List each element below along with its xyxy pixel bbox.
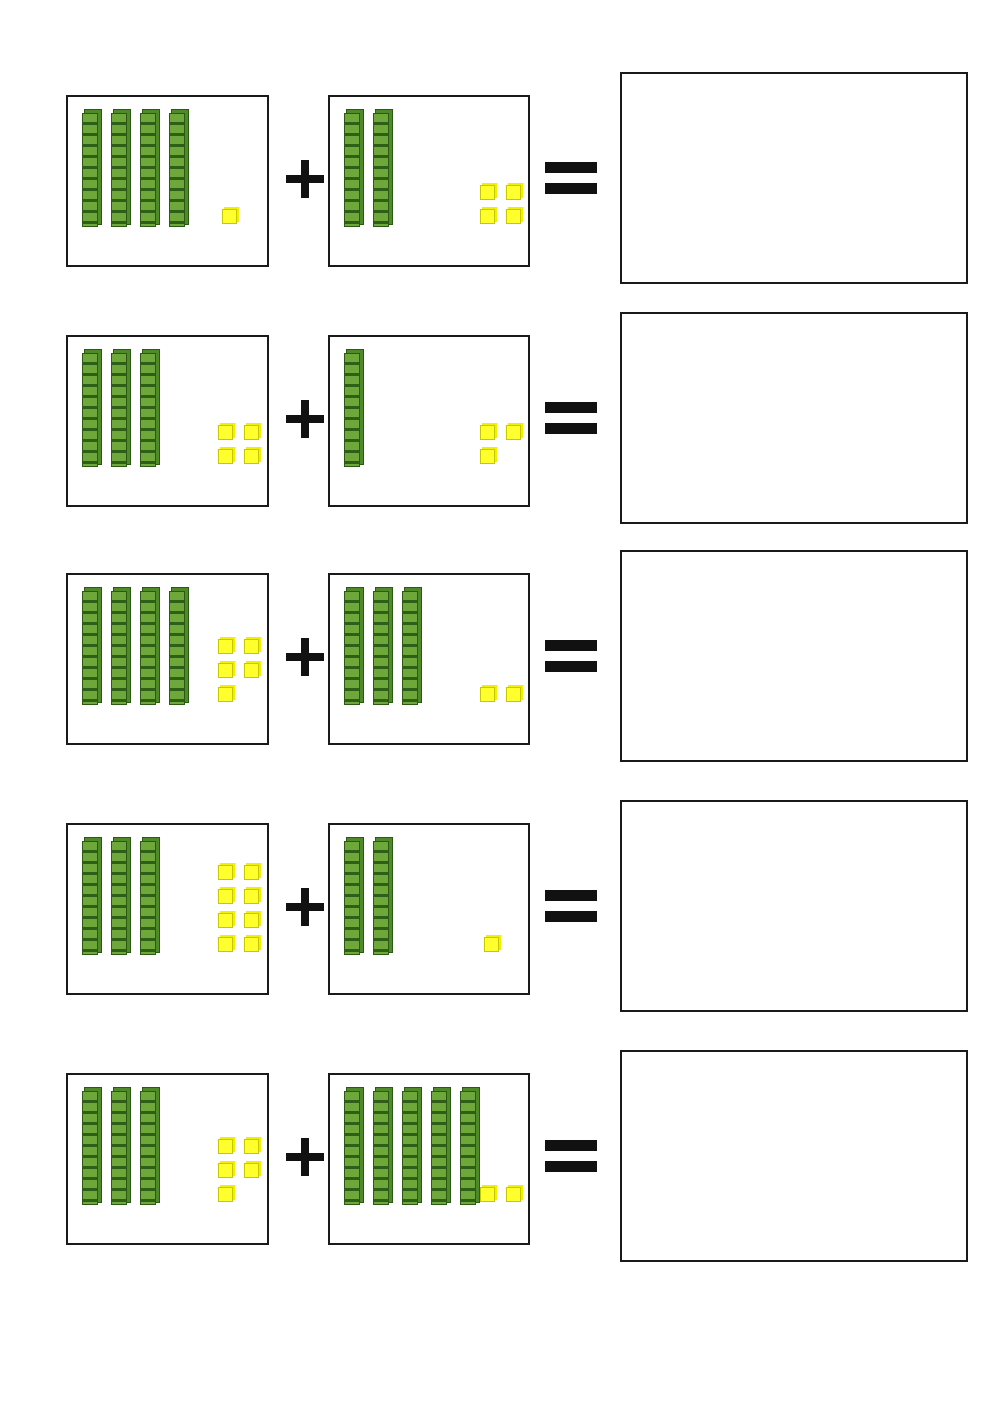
equals-icon (545, 1140, 597, 1174)
tens-rod (140, 113, 156, 227)
equals-icon (545, 640, 597, 674)
ones-cube (506, 425, 521, 440)
ones-cube (244, 663, 259, 678)
ones-cube (506, 209, 521, 224)
tens-rod (140, 591, 156, 705)
left-addend-box (66, 1073, 269, 1245)
tens-rod (111, 353, 127, 467)
plus-icon (286, 1138, 324, 1176)
ones-cube (244, 1139, 259, 1154)
ones-cube (244, 639, 259, 654)
right-addend-box (328, 823, 530, 995)
ones-cube (218, 913, 233, 928)
left-addend-box (66, 823, 269, 995)
tens-rod (82, 591, 98, 705)
ones-cube (218, 687, 233, 702)
answer-box[interactable] (620, 312, 968, 524)
ones-cube (480, 687, 495, 702)
tens-rod (344, 353, 360, 467)
tens-rod (111, 591, 127, 705)
ones-cube (480, 209, 495, 224)
tens-rod (373, 591, 389, 705)
tens-rod (169, 591, 185, 705)
right-addend-box (328, 1073, 530, 1245)
ones-cube (480, 185, 495, 200)
tens-rod (344, 113, 360, 227)
ones-cube (218, 663, 233, 678)
ones-cube (484, 937, 499, 952)
tens-rod (82, 1091, 98, 1205)
ones-cube (244, 913, 259, 928)
tens-rod (431, 1091, 447, 1205)
ones-cube (244, 449, 259, 464)
tens-rod (344, 841, 360, 955)
answer-box[interactable] (620, 72, 968, 284)
tens-rod (82, 113, 98, 227)
tens-rod (140, 1091, 156, 1205)
ones-cube (480, 425, 495, 440)
left-addend-box (66, 95, 269, 267)
tens-rod (111, 841, 127, 955)
tens-rod (344, 1091, 360, 1205)
ones-cube (218, 865, 233, 880)
right-addend-box (328, 335, 530, 507)
ones-cube (218, 937, 233, 952)
ones-cube (218, 425, 233, 440)
ones-cube (506, 185, 521, 200)
plus-icon (286, 888, 324, 926)
plus-icon (286, 160, 324, 198)
tens-rod (111, 113, 127, 227)
ones-cube (244, 425, 259, 440)
tens-rod (373, 113, 389, 227)
problem-row (0, 72, 1000, 287)
answer-box[interactable] (620, 1050, 968, 1262)
tens-rod (169, 113, 185, 227)
problem-row (0, 800, 1000, 1015)
tens-rod (373, 841, 389, 955)
tens-rod (402, 591, 418, 705)
equals-icon (545, 162, 597, 196)
ones-cube (218, 449, 233, 464)
ones-cube (480, 1187, 495, 1202)
problem-row (0, 312, 1000, 527)
problem-row (0, 1050, 1000, 1265)
ones-cube (506, 687, 521, 702)
equals-icon (545, 890, 597, 924)
tens-rod (82, 353, 98, 467)
tens-rod (344, 591, 360, 705)
ones-cube (480, 449, 495, 464)
ones-cube (244, 865, 259, 880)
right-addend-box (328, 573, 530, 745)
ones-cube (218, 1163, 233, 1178)
equals-icon (545, 402, 597, 436)
left-addend-box (66, 335, 269, 507)
problem-row (0, 550, 1000, 765)
tens-rod (373, 1091, 389, 1205)
left-addend-box (66, 573, 269, 745)
ones-cube (244, 889, 259, 904)
tens-rod (460, 1091, 476, 1205)
tens-rod (140, 841, 156, 955)
right-addend-box (328, 95, 530, 267)
tens-rod (111, 1091, 127, 1205)
ones-cube (506, 1187, 521, 1202)
plus-icon (286, 638, 324, 676)
tens-rod (402, 1091, 418, 1205)
ones-cube (222, 209, 237, 224)
ones-cube (244, 1163, 259, 1178)
ones-cube (218, 639, 233, 654)
ones-cube (218, 889, 233, 904)
tens-rod (82, 841, 98, 955)
ones-cube (218, 1187, 233, 1202)
plus-icon (286, 400, 324, 438)
answer-box[interactable] (620, 550, 968, 762)
ones-cube (244, 937, 259, 952)
tens-rod (140, 353, 156, 467)
answer-box[interactable] (620, 800, 968, 1012)
ones-cube (218, 1139, 233, 1154)
